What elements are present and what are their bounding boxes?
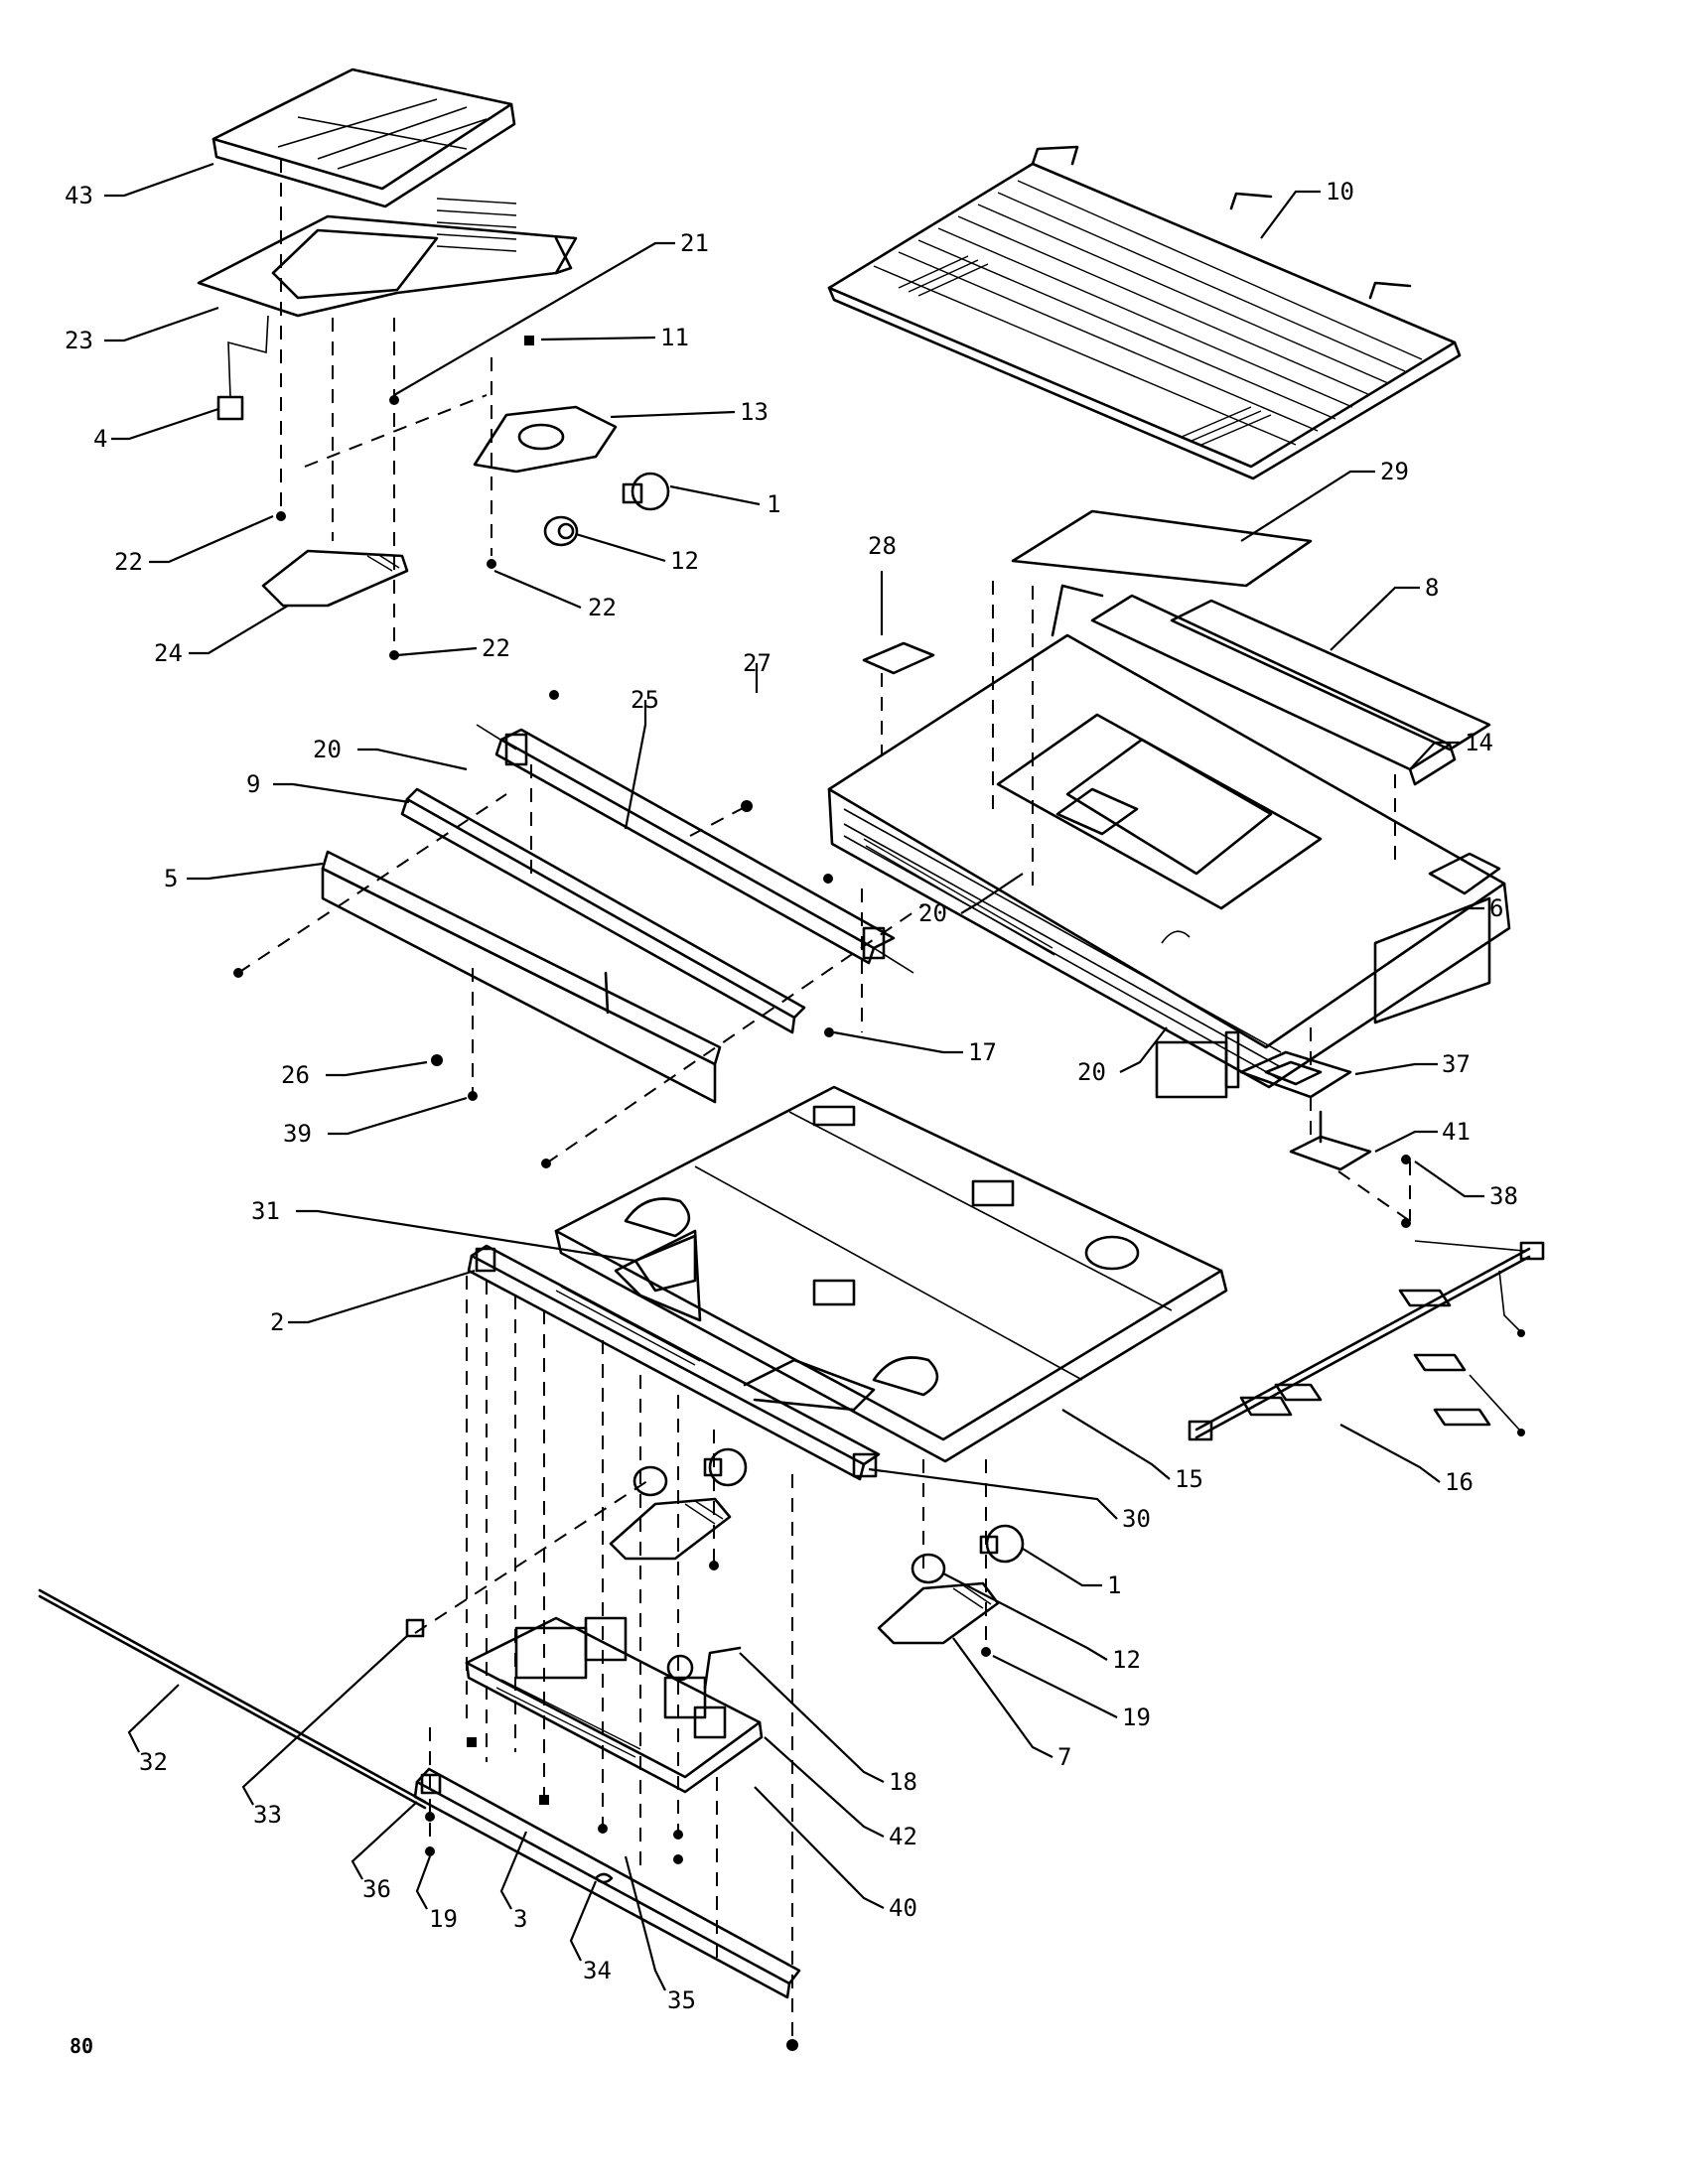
part-7-bracket-lower [877,1581,1000,1645]
label-16: 16 [1445,1468,1474,1496]
part-7-bracket-upper [609,1497,732,1561]
label-22c: 22 [482,634,510,662]
part-8-rail [1170,599,1491,751]
part-10-shelf [827,145,1462,480]
part-4-connector [216,395,244,421]
label-21: 21 [680,229,709,257]
label-3: 3 [513,1905,527,1933]
part-16-wire-harness [1188,1240,1545,1441]
part-18-wire [703,1646,742,1690]
label-41: 41 [1442,1118,1471,1146]
alignment-lines-lower [414,1276,987,2040]
part-6-label [1373,896,1491,1024]
part-1-bulb-lower-left [703,1447,748,1487]
leader-lines [104,162,1484,1991]
label-20a: 20 [313,736,342,763]
label-1a: 1 [767,490,780,518]
label-19a: 19 [1122,1704,1151,1731]
part-33-clip [405,1618,425,1638]
part-15-cover-plate [554,1085,1228,1463]
label-22a: 22 [114,548,143,576]
frame-foot-blocks [1155,1030,1240,1099]
label-18: 18 [889,1768,917,1796]
label-37: 37 [1442,1050,1471,1078]
label-33: 33 [253,1801,282,1829]
label-25: 25 [631,686,659,714]
alignment-lines-right [881,581,1411,1221]
label-39: 39 [283,1120,312,1148]
part-1-bulb-lower-right [979,1524,1025,1564]
label-5: 5 [164,865,178,892]
label-20b: 20 [918,899,947,927]
label-34: 34 [583,1957,612,1984]
part-number-labels: 43 23 4 22 24 21 11 13 1 12 22 22 10 29 … [65,178,1518,2058]
part-41-bracket [1289,1110,1372,1171]
screws-middle [233,690,1411,1228]
label-15: 15 [1175,1465,1203,1493]
label-9: 9 [246,770,260,798]
part-13-socket-bracket [473,405,618,474]
screws-lower [425,1561,991,2051]
label-23: 23 [65,327,93,354]
part-37-grille [1239,1050,1352,1099]
part-1-bulb-upper [622,472,670,511]
label-26: 26 [281,1061,310,1089]
corner-mark: 80 [70,2034,93,2058]
part-23-housing [197,198,578,318]
label-29: 29 [1380,458,1409,485]
label-2: 2 [270,1308,284,1336]
label-40: 40 [889,1894,917,1922]
part-12-socket-lower-left [632,1465,668,1497]
alignment-lines-middle [237,764,1411,1222]
label-4: 4 [93,425,107,453]
label-6: 6 [1489,894,1503,922]
label-43: 43 [65,182,93,209]
label-10: 10 [1326,178,1354,205]
part-32-rod [38,1588,427,1810]
label-13: 13 [740,398,769,426]
part-40-control-board [465,1616,764,1794]
part-2-rail [467,1244,881,1481]
part-14-frame [827,584,1511,1089]
label-1b: 1 [1107,1571,1121,1599]
part-12-socket-lower-right [911,1553,946,1584]
part-31-baffle [614,1229,702,1322]
label-42: 42 [889,1823,917,1850]
label-17: 17 [968,1038,997,1066]
alignment-lines-top [227,159,492,645]
part-28-label [862,641,935,675]
label-12b: 12 [1112,1646,1141,1674]
label-22b: 22 [588,594,617,621]
label-8: 8 [1425,574,1439,602]
label-31: 31 [251,1197,280,1225]
screws-21-22 [276,395,496,660]
label-7: 7 [1057,1743,1071,1771]
label-20c: 20 [1077,1058,1106,1086]
part-11-screw [524,336,534,345]
label-30: 30 [1122,1505,1151,1533]
label-19b: 19 [429,1905,458,1933]
part-25-rail [476,724,914,974]
label-32: 32 [139,1748,168,1776]
part-29-panel [1011,509,1313,588]
label-38: 38 [1489,1182,1518,1210]
label-36: 36 [362,1875,391,1903]
label-35: 35 [667,1986,696,2014]
label-14: 14 [1465,729,1493,756]
label-24: 24 [154,639,183,667]
part-12-socket-upper [543,515,579,547]
label-27: 27 [743,649,772,677]
label-11: 11 [660,324,689,351]
label-12a: 12 [670,547,699,575]
label-28: 28 [868,532,897,560]
part-43-cover [211,68,516,208]
part-5-trim [321,850,722,1104]
part-9-strip [400,787,806,1034]
part-24-bracket [261,549,409,608]
